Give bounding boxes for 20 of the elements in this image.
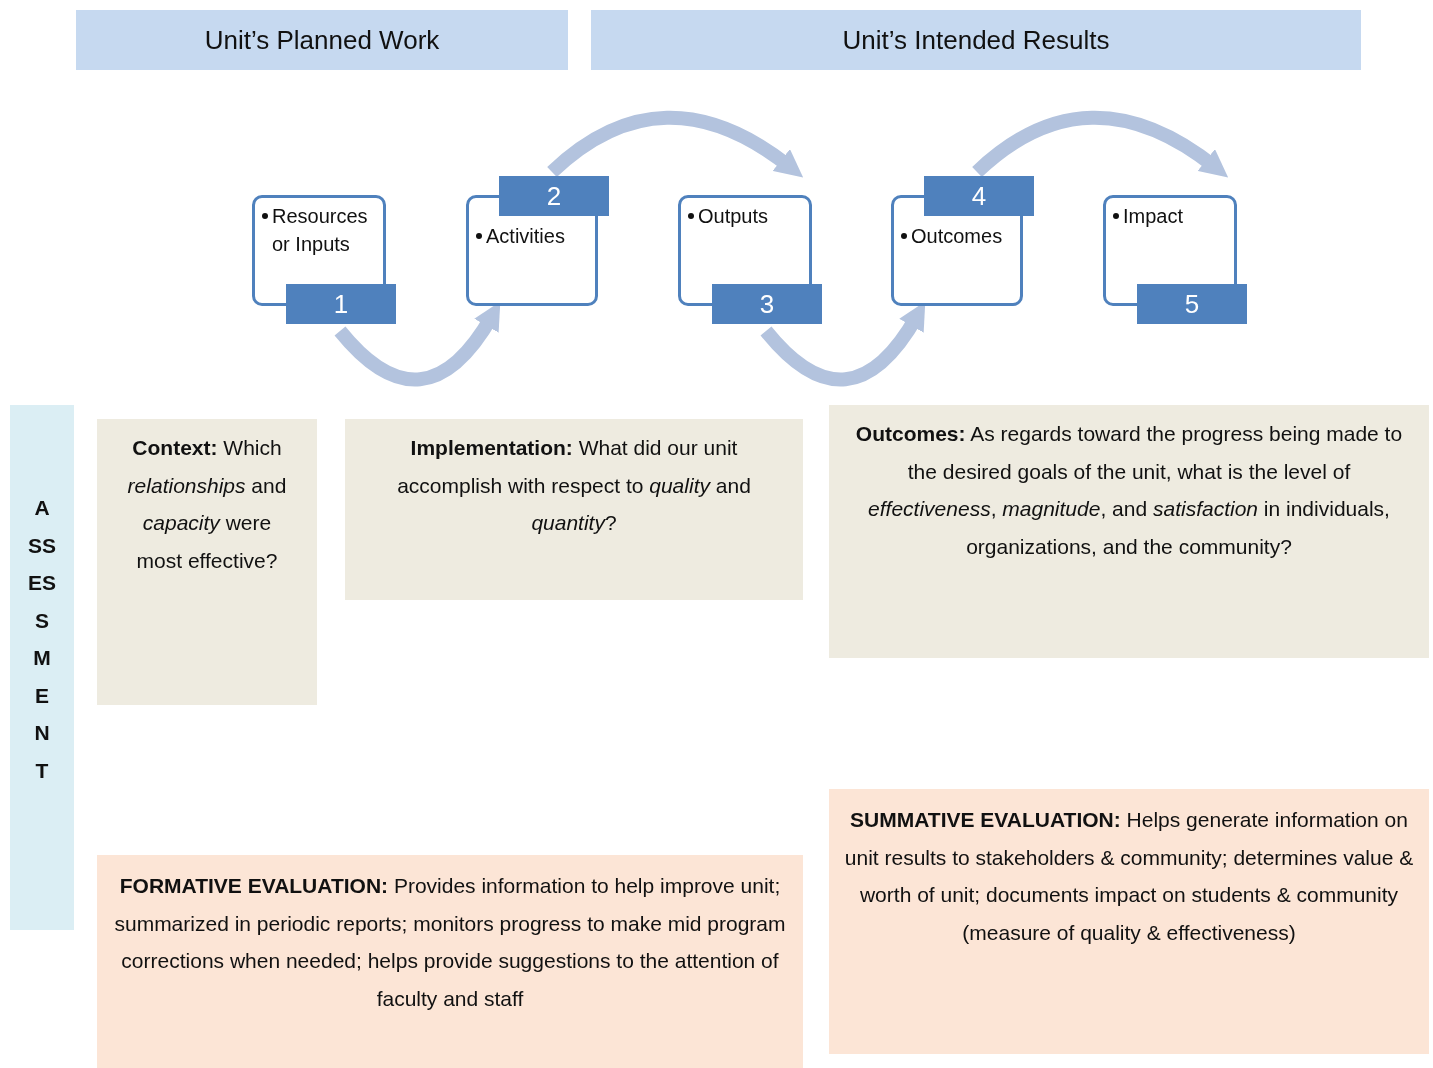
question-box: Context: Which relationships and capacity were most effective? [97,419,317,705]
step-number: 5 [1137,284,1247,324]
evaluation-box: FORMATIVE EVALUATION: Provides information to help improve unit; summarized in periodic reports; monitors progress to make mid program corrections when needed; helps provide suggestions to the attention of faculty and staff [97,855,803,1068]
step-number: 1 [286,284,396,324]
step-number: 2 [499,176,609,216]
evaluation-box: SUMMATIVE EVALUATION: Helps generate information on unit results to stakeholders & community; determines value & worth of unit; documents impact on students & community (measure of quality & effectiveness) [829,789,1429,1054]
curved-arrow [547,110,804,178]
question-box: Outcomes: As regards toward the progress being made to the desired goals of the unit, what is the level of effectiveness, magnitude, and satisfaction in individuals, organizations, and the community? [829,405,1429,658]
step-label: Outcomes [911,224,1004,249]
step-label: Resources or Inputs [272,204,369,257]
column-header: Unit’s Planned Work [76,10,568,70]
step-label: Outputs [698,204,770,229]
side-band: A SS ES S M E N T [10,405,74,930]
step-number: 3 [712,284,822,324]
step-label: Impact [1123,204,1185,229]
step-number: 4 [924,176,1034,216]
column-header: Unit’s Intended Results [591,10,1361,70]
curved-arrow [972,110,1229,178]
question-box: Implementation: What did our unit accomplish with respect to quality and quantity? [345,419,803,600]
step-label: Activities [486,224,566,249]
